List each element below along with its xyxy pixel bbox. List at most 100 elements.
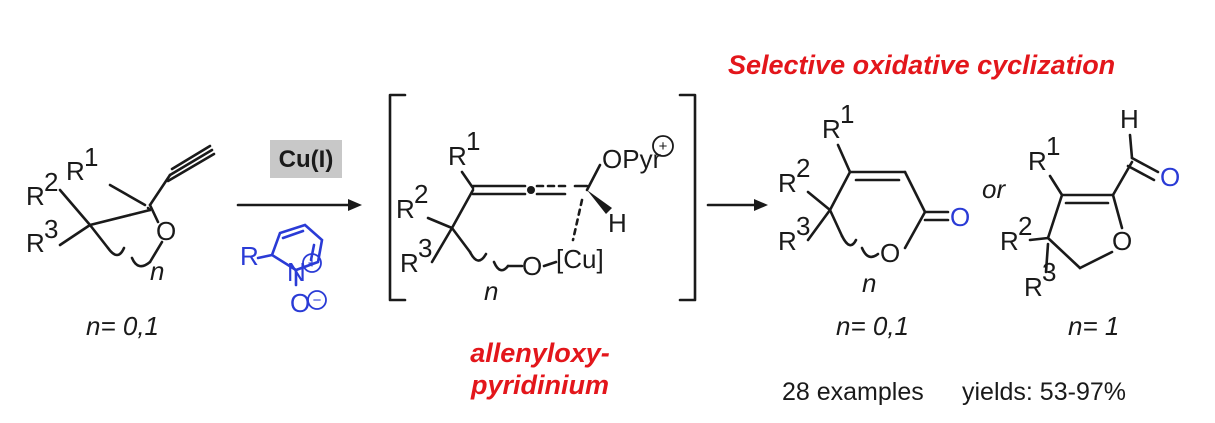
bond <box>88 223 110 250</box>
bond <box>108 183 147 207</box>
r1-sup: 1 <box>84 142 98 172</box>
allenyloxy-intermediate: R 1 OPyr + H R 2 R 3 O [Cu] n allenyloxy… <box>388 93 697 400</box>
int-r2-sup: 2 <box>414 179 428 209</box>
negative-charge-sign: − <box>313 292 322 309</box>
pa-ring-oxygen: O <box>880 238 900 268</box>
wedge-bond <box>587 190 612 214</box>
bond <box>903 170 927 214</box>
bond <box>1128 133 1134 160</box>
n-oxide-oxygen: O <box>290 288 310 318</box>
r2-label: R <box>26 181 45 211</box>
reagent-block: Cu(I) R N + O − <box>236 140 362 318</box>
bond <box>903 210 927 250</box>
pb-r2-label: R <box>1000 226 1019 256</box>
bond <box>828 208 844 238</box>
pa-r2-label: R <box>778 168 797 198</box>
cu-label: [Cu] <box>556 244 604 274</box>
start-n-condition: n= 0,1 <box>86 311 159 341</box>
bond <box>146 206 152 212</box>
bond <box>256 253 274 260</box>
bond <box>1044 242 1050 274</box>
bond <box>1048 174 1064 197</box>
int-r3-sup: 3 <box>418 233 432 263</box>
bond <box>836 143 852 174</box>
pa-r1-label: R <box>822 114 841 144</box>
int-ring-bracket <box>492 260 510 272</box>
bond <box>426 216 454 230</box>
bond <box>450 188 475 230</box>
aldehyde-double-bond <box>1126 164 1156 182</box>
opyr-label: OPyr <box>602 144 662 174</box>
pa-r2-sup: 2 <box>796 153 810 183</box>
pb-r3-sup: 3 <box>1042 257 1056 287</box>
positive-charge-sign: + <box>308 255 317 272</box>
pyridine-r-label: R <box>240 241 259 271</box>
alkyne-bond <box>166 152 216 183</box>
bond <box>806 208 832 242</box>
int-r1-sup: 1 <box>466 126 480 156</box>
opyr-charge-sign: + <box>659 138 668 155</box>
pa-n-condition: n= 0,1 <box>836 311 909 341</box>
int-ring-size-n: n <box>484 276 498 306</box>
pyridine-double-bond <box>281 229 305 240</box>
int-h-label: H <box>608 208 627 238</box>
pa-r1-sup: 1 <box>840 99 854 129</box>
r3-label: R <box>26 228 45 258</box>
bond <box>1111 160 1134 197</box>
pa-ring-size-n: n <box>862 268 876 298</box>
examples-count: 28 examples <box>782 378 924 406</box>
bond <box>128 208 152 217</box>
r2-sup: 2 <box>44 167 58 197</box>
alkyne-bond <box>168 148 214 177</box>
alkyne-bond <box>170 144 212 171</box>
pb-r1-sup: 1 <box>1046 131 1060 161</box>
ring-size-n: n <box>150 256 164 286</box>
or-connector: or <box>982 174 1006 204</box>
starting-material: R 1 R 2 R 3 O n n= 0,1 <box>26 142 216 341</box>
ring-bracket <box>106 246 126 257</box>
int-r2-label: R <box>396 194 415 224</box>
reaction-arrow-2-head <box>754 199 768 211</box>
allene-center-dot <box>527 186 535 194</box>
int-r1-label: R <box>448 141 467 171</box>
bond <box>1046 236 1082 270</box>
bond <box>58 188 92 227</box>
int-ring-bracket <box>468 250 488 262</box>
reagent-box <box>270 140 342 178</box>
ring-oxygen: O <box>156 216 176 246</box>
pyridine-double-bond <box>309 243 316 262</box>
pb-n-condition: n= 1 <box>1068 311 1119 341</box>
pa-r3-label: R <box>778 226 797 256</box>
bond <box>148 203 160 224</box>
reaction-arrow-1-head <box>348 199 362 211</box>
product-lactone: R 1 O O R 2 R 3 n n= 0,1 <box>778 99 970 341</box>
int-r3-label: R <box>400 248 419 278</box>
pb-h-label: H <box>1120 104 1139 134</box>
int-oxygen: O <box>522 251 542 281</box>
bond <box>1078 250 1114 270</box>
bond <box>148 240 164 264</box>
reagent-catalyst: Cu(I) <box>279 146 334 173</box>
pa-ring-bracket <box>840 234 858 247</box>
cu-interaction <box>571 198 584 242</box>
bond <box>450 226 472 254</box>
bond <box>1046 193 1064 240</box>
pb-aldehyde-oxygen: O <box>1160 162 1180 192</box>
ring-bracket <box>130 256 152 268</box>
pa-r3-sup: 3 <box>796 211 810 241</box>
bond <box>460 170 475 190</box>
bond <box>542 260 558 268</box>
aldehyde-double-bond <box>1130 156 1160 174</box>
positive-charge-icon <box>302 253 322 273</box>
bond <box>1111 193 1124 230</box>
right-bracket <box>678 93 697 302</box>
pb-r3-label: R <box>1024 272 1043 302</box>
bond <box>148 173 172 207</box>
pyridine-nitrogen: N <box>287 257 306 287</box>
bond <box>806 190 832 212</box>
left-bracket <box>388 93 407 302</box>
bond <box>828 170 852 212</box>
r3-sup: 3 <box>44 214 58 244</box>
yield-range: yields: 53-97% <box>962 378 1126 406</box>
